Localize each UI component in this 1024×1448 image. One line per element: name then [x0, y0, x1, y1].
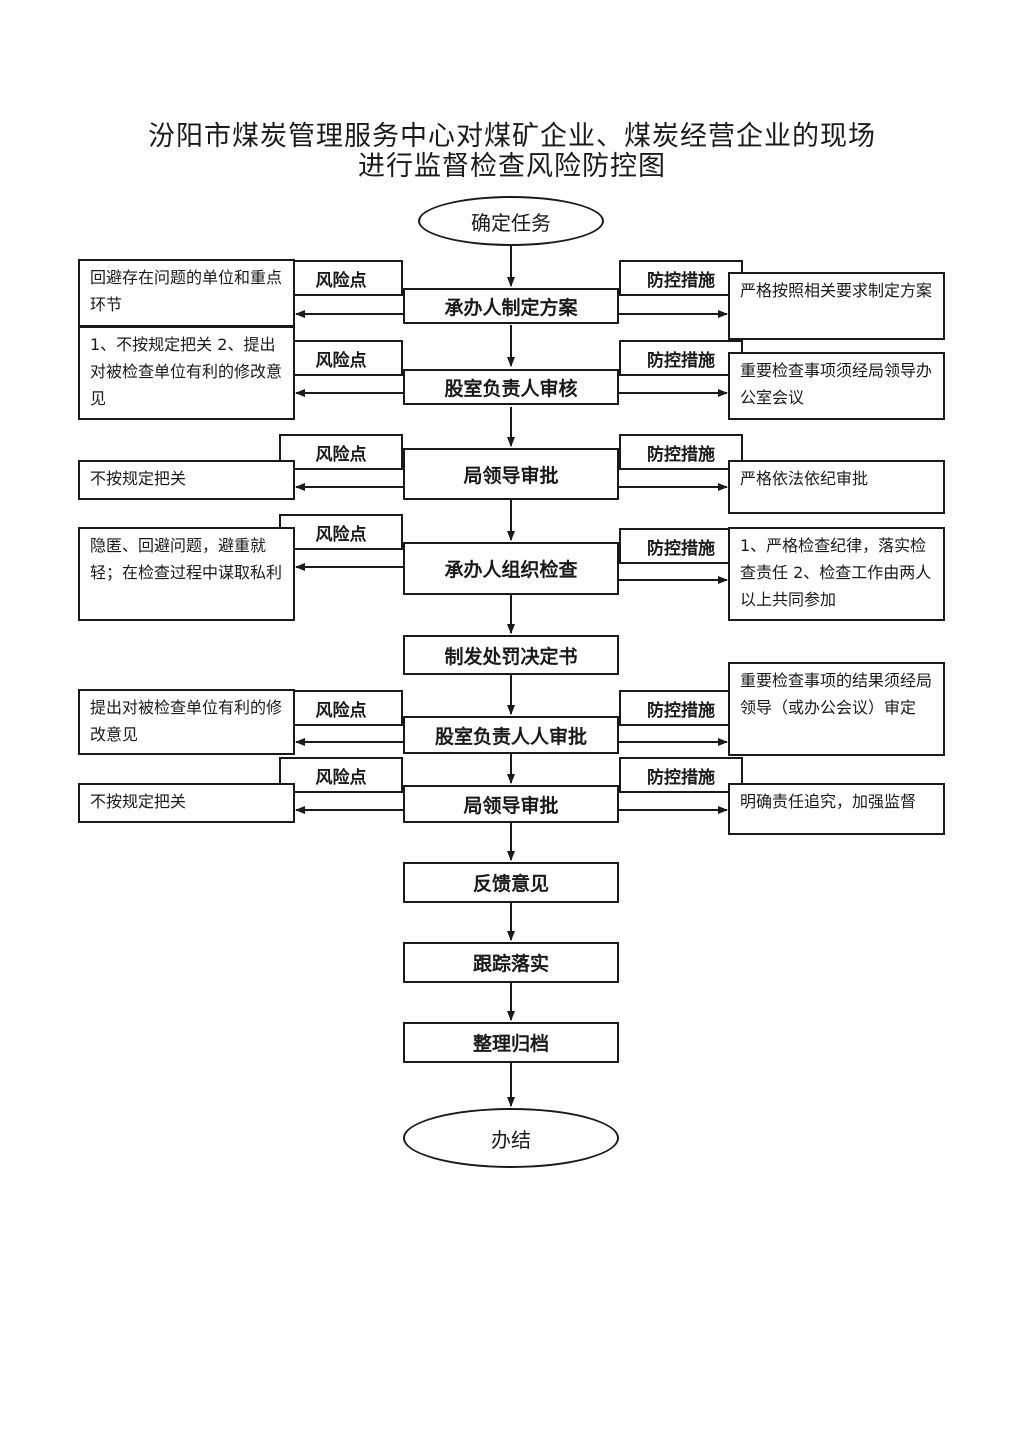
step-box: 整理归档: [403, 1022, 619, 1063]
control-label: 防控措施: [619, 340, 743, 376]
control-note: 严格按照相关要求制定方案: [728, 272, 945, 340]
step-box: 制发处罚决定书: [403, 635, 619, 675]
risk-label: 风险点: [279, 690, 403, 726]
step-box: 股室负责人审核: [403, 369, 619, 405]
step-box: 反馈意见: [403, 862, 619, 903]
control-label: 防控措施: [619, 528, 743, 564]
step-box: 局领导审批: [403, 448, 619, 500]
risk-label: 风险点: [279, 434, 403, 470]
control-note: 重要检查事项的结果须经局领导（或办公会议）审定: [728, 662, 945, 756]
step-box: 股室负责人人审批: [403, 716, 619, 754]
end-node: 办结: [403, 1108, 619, 1168]
risk-label: 风险点: [279, 260, 403, 296]
risk-note: 1、不按规定把关 2、提出对被检查单位有利的修改意见: [78, 326, 295, 420]
control-note: 重要检查事项须经局领导办公室会议: [728, 352, 945, 420]
page-title-line2: 进行监督检查风险防控图: [358, 151, 666, 182]
start-node: 确定任务: [418, 196, 604, 246]
control-label: 防控措施: [619, 690, 743, 726]
risk-note: 提出对被检查单位有利的修改意见: [78, 689, 295, 755]
control-label: 防控措施: [619, 260, 743, 296]
page-title-line1: 汾阳市煤炭管理服务中心对煤矿企业、煤炭经营企业的现场: [148, 121, 876, 152]
risk-note: 隐匿、回避问题，避重就轻；在检查过程中谋取私利: [78, 527, 295, 621]
risk-label: 风险点: [279, 514, 403, 550]
control-note: 1、严格检查纪律，落实检查责任 2、检查工作由两人以上共同参加: [728, 527, 945, 621]
risk-note: 不按规定把关: [78, 783, 295, 823]
step-box: 跟踪落实: [403, 942, 619, 983]
risk-label: 风险点: [279, 757, 403, 793]
risk-note: 不按规定把关: [78, 460, 295, 500]
step-box: 承办人组织检查: [403, 542, 619, 595]
risk-note: 回避存在问题的单位和重点环节: [78, 259, 295, 327]
step-box: 局领导审批: [403, 785, 619, 823]
control-label: 防控措施: [619, 434, 743, 470]
control-note: 明确责任追究，加强监督: [728, 783, 945, 835]
control-note: 严格依法依纪审批: [728, 460, 945, 514]
risk-label: 风险点: [279, 340, 403, 376]
control-label: 防控措施: [619, 757, 743, 793]
step-box: 承办人制定方案: [403, 288, 619, 324]
